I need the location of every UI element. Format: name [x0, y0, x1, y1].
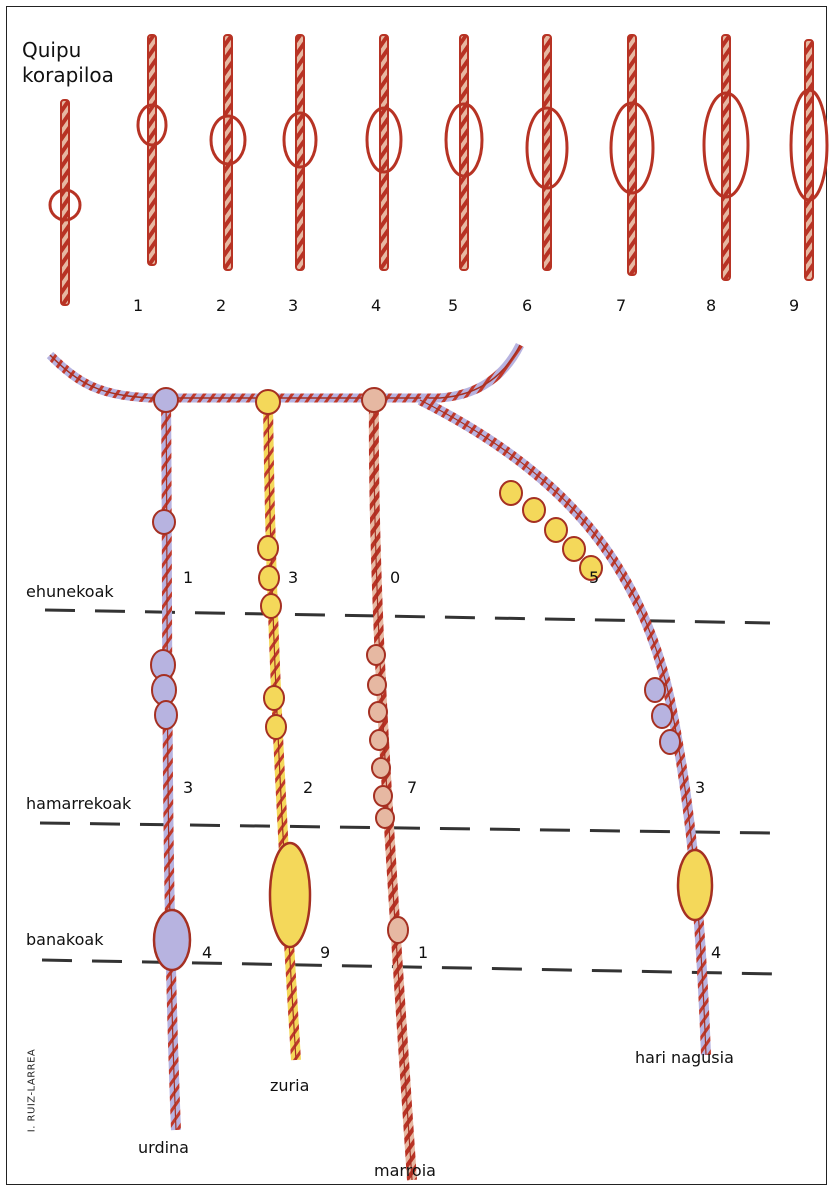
- illustrator-credit: I. RUIZ-LARREA: [26, 1049, 37, 1133]
- zuria-tens-digit: 2: [303, 780, 313, 796]
- marroia-tens-digit: 7: [407, 780, 417, 796]
- knot-number-5: 5: [448, 298, 458, 314]
- cord-zuria: [256, 390, 310, 1060]
- title-line-2: korapiloa: [22, 63, 114, 88]
- urdina-tens-digit: 3: [183, 780, 193, 796]
- knot-number-8: 8: [706, 298, 716, 314]
- knot-number-1: 1: [133, 298, 143, 314]
- separator-units: [42, 960, 778, 974]
- hari-nagusia-hundreds-digit: 5: [589, 570, 599, 586]
- example-rope-6: [543, 35, 551, 270]
- urdina-units-digit: 4: [202, 945, 212, 961]
- cord-name-urdina: urdina: [138, 1140, 189, 1156]
- example-rope-9: [805, 40, 813, 280]
- cord-marroia: [362, 388, 412, 1180]
- example-rope-5: [460, 35, 468, 270]
- example-rope-7: [628, 35, 636, 275]
- title-line-1: Quipu: [22, 38, 114, 63]
- top-cord-outline: [50, 345, 520, 398]
- cord-urdina: [151, 388, 190, 1130]
- cord-name-marroia: marroia: [374, 1163, 436, 1179]
- separator-tens: [40, 823, 770, 833]
- example-rope-1: [148, 35, 156, 265]
- cord-name-hari-nagusia: hari nagusia: [635, 1050, 734, 1066]
- knot-number-3: 3: [288, 298, 298, 314]
- row-label-hundreds: ehunekoak: [26, 584, 114, 600]
- example-rope-8: [722, 35, 730, 280]
- cord-hari-nagusia: [420, 400, 712, 1055]
- zuria-hundreds-digit: 3: [288, 570, 298, 586]
- row-label-units: banakoak: [26, 932, 103, 948]
- knot-number-6: 6: [522, 298, 532, 314]
- row-label-tens: hamarrekoak: [26, 796, 131, 812]
- example-rope-0: [61, 100, 69, 305]
- knot-number-2: 2: [216, 298, 226, 314]
- marroia-hundreds-digit: 0: [390, 570, 400, 586]
- urdina-hundreds-digit: 1: [183, 570, 193, 586]
- hari-nagusia-tens-digit: 3: [695, 780, 705, 796]
- example-rope-2: [224, 35, 232, 270]
- knot-examples: [50, 35, 827, 305]
- top-cord: [50, 345, 520, 398]
- marroia-units-digit: 1: [418, 945, 428, 961]
- diagram-title: Quipu korapiloa: [22, 38, 114, 88]
- knot-number-7: 7: [616, 298, 626, 314]
- zuria-units-digit: 9: [320, 945, 330, 961]
- hari-nagusia-units-digit: 4: [711, 945, 721, 961]
- example-rope-4: [380, 35, 388, 270]
- knot-number-9: 9: [789, 298, 799, 314]
- separator-hundreds: [45, 610, 770, 623]
- knot-number-4: 4: [371, 298, 381, 314]
- cord-name-zuria: zuria: [270, 1078, 309, 1094]
- example-rope-3: [296, 35, 304, 270]
